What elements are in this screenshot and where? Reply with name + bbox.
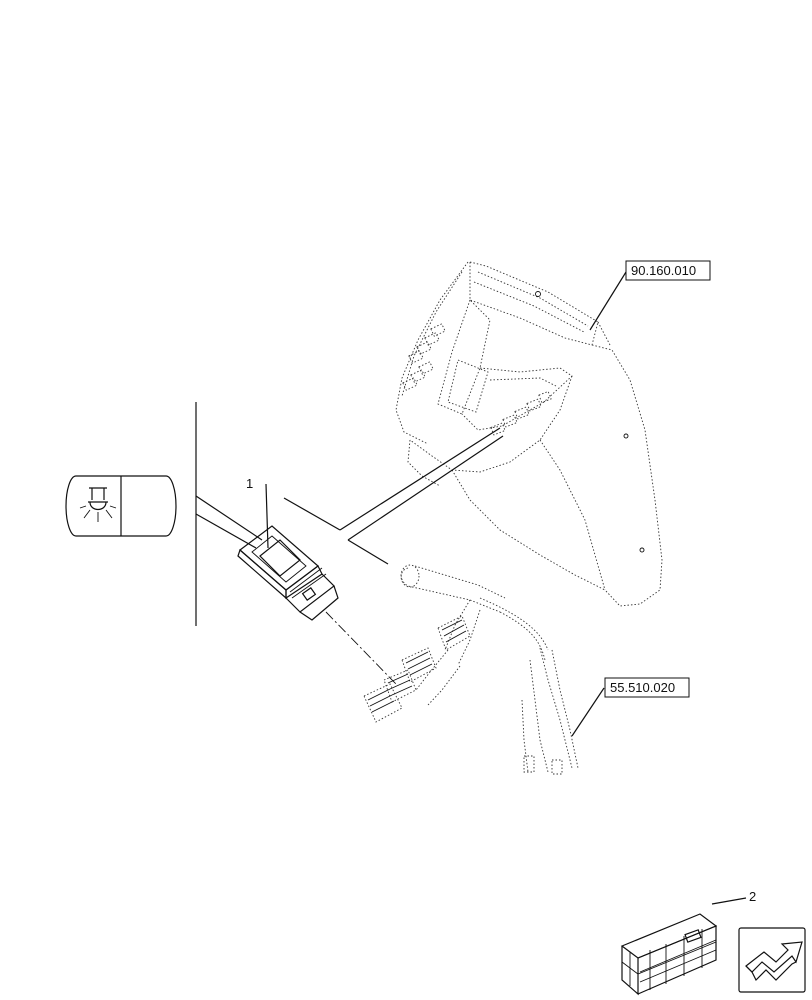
kit-crate-icon — [620, 913, 718, 996]
switch-symbol-panel — [65, 475, 177, 537]
callout-item-2: 2 — [749, 889, 756, 904]
console-switch-slots-left — [402, 323, 446, 391]
ref-harness-label: 55.510.020 — [610, 680, 675, 695]
ref-console-label: 90.160.010 — [631, 263, 696, 278]
rocker-switch — [237, 525, 339, 621]
next-page-arrow-button[interactable] — [738, 927, 806, 993]
ref-box-console[interactable]: 90.160.010 — [625, 260, 711, 281]
next-page-arrow-icon — [745, 941, 803, 982]
harness-connector-2 — [401, 647, 437, 683]
console-housing — [395, 261, 663, 607]
callout-item-1: 1 — [246, 476, 253, 491]
harness-connector-1 — [437, 615, 471, 651]
console-switch-slots-right — [490, 390, 552, 436]
wiring-harness — [400, 564, 579, 775]
harness-connector-3 — [383, 669, 417, 703]
harness-connector-4 — [363, 683, 403, 723]
ref-box-harness[interactable]: 55.510.020 — [604, 677, 690, 698]
work-light-icon — [79, 487, 117, 522]
leader-lines — [195, 271, 747, 905]
assembly-centerline — [325, 611, 397, 685]
